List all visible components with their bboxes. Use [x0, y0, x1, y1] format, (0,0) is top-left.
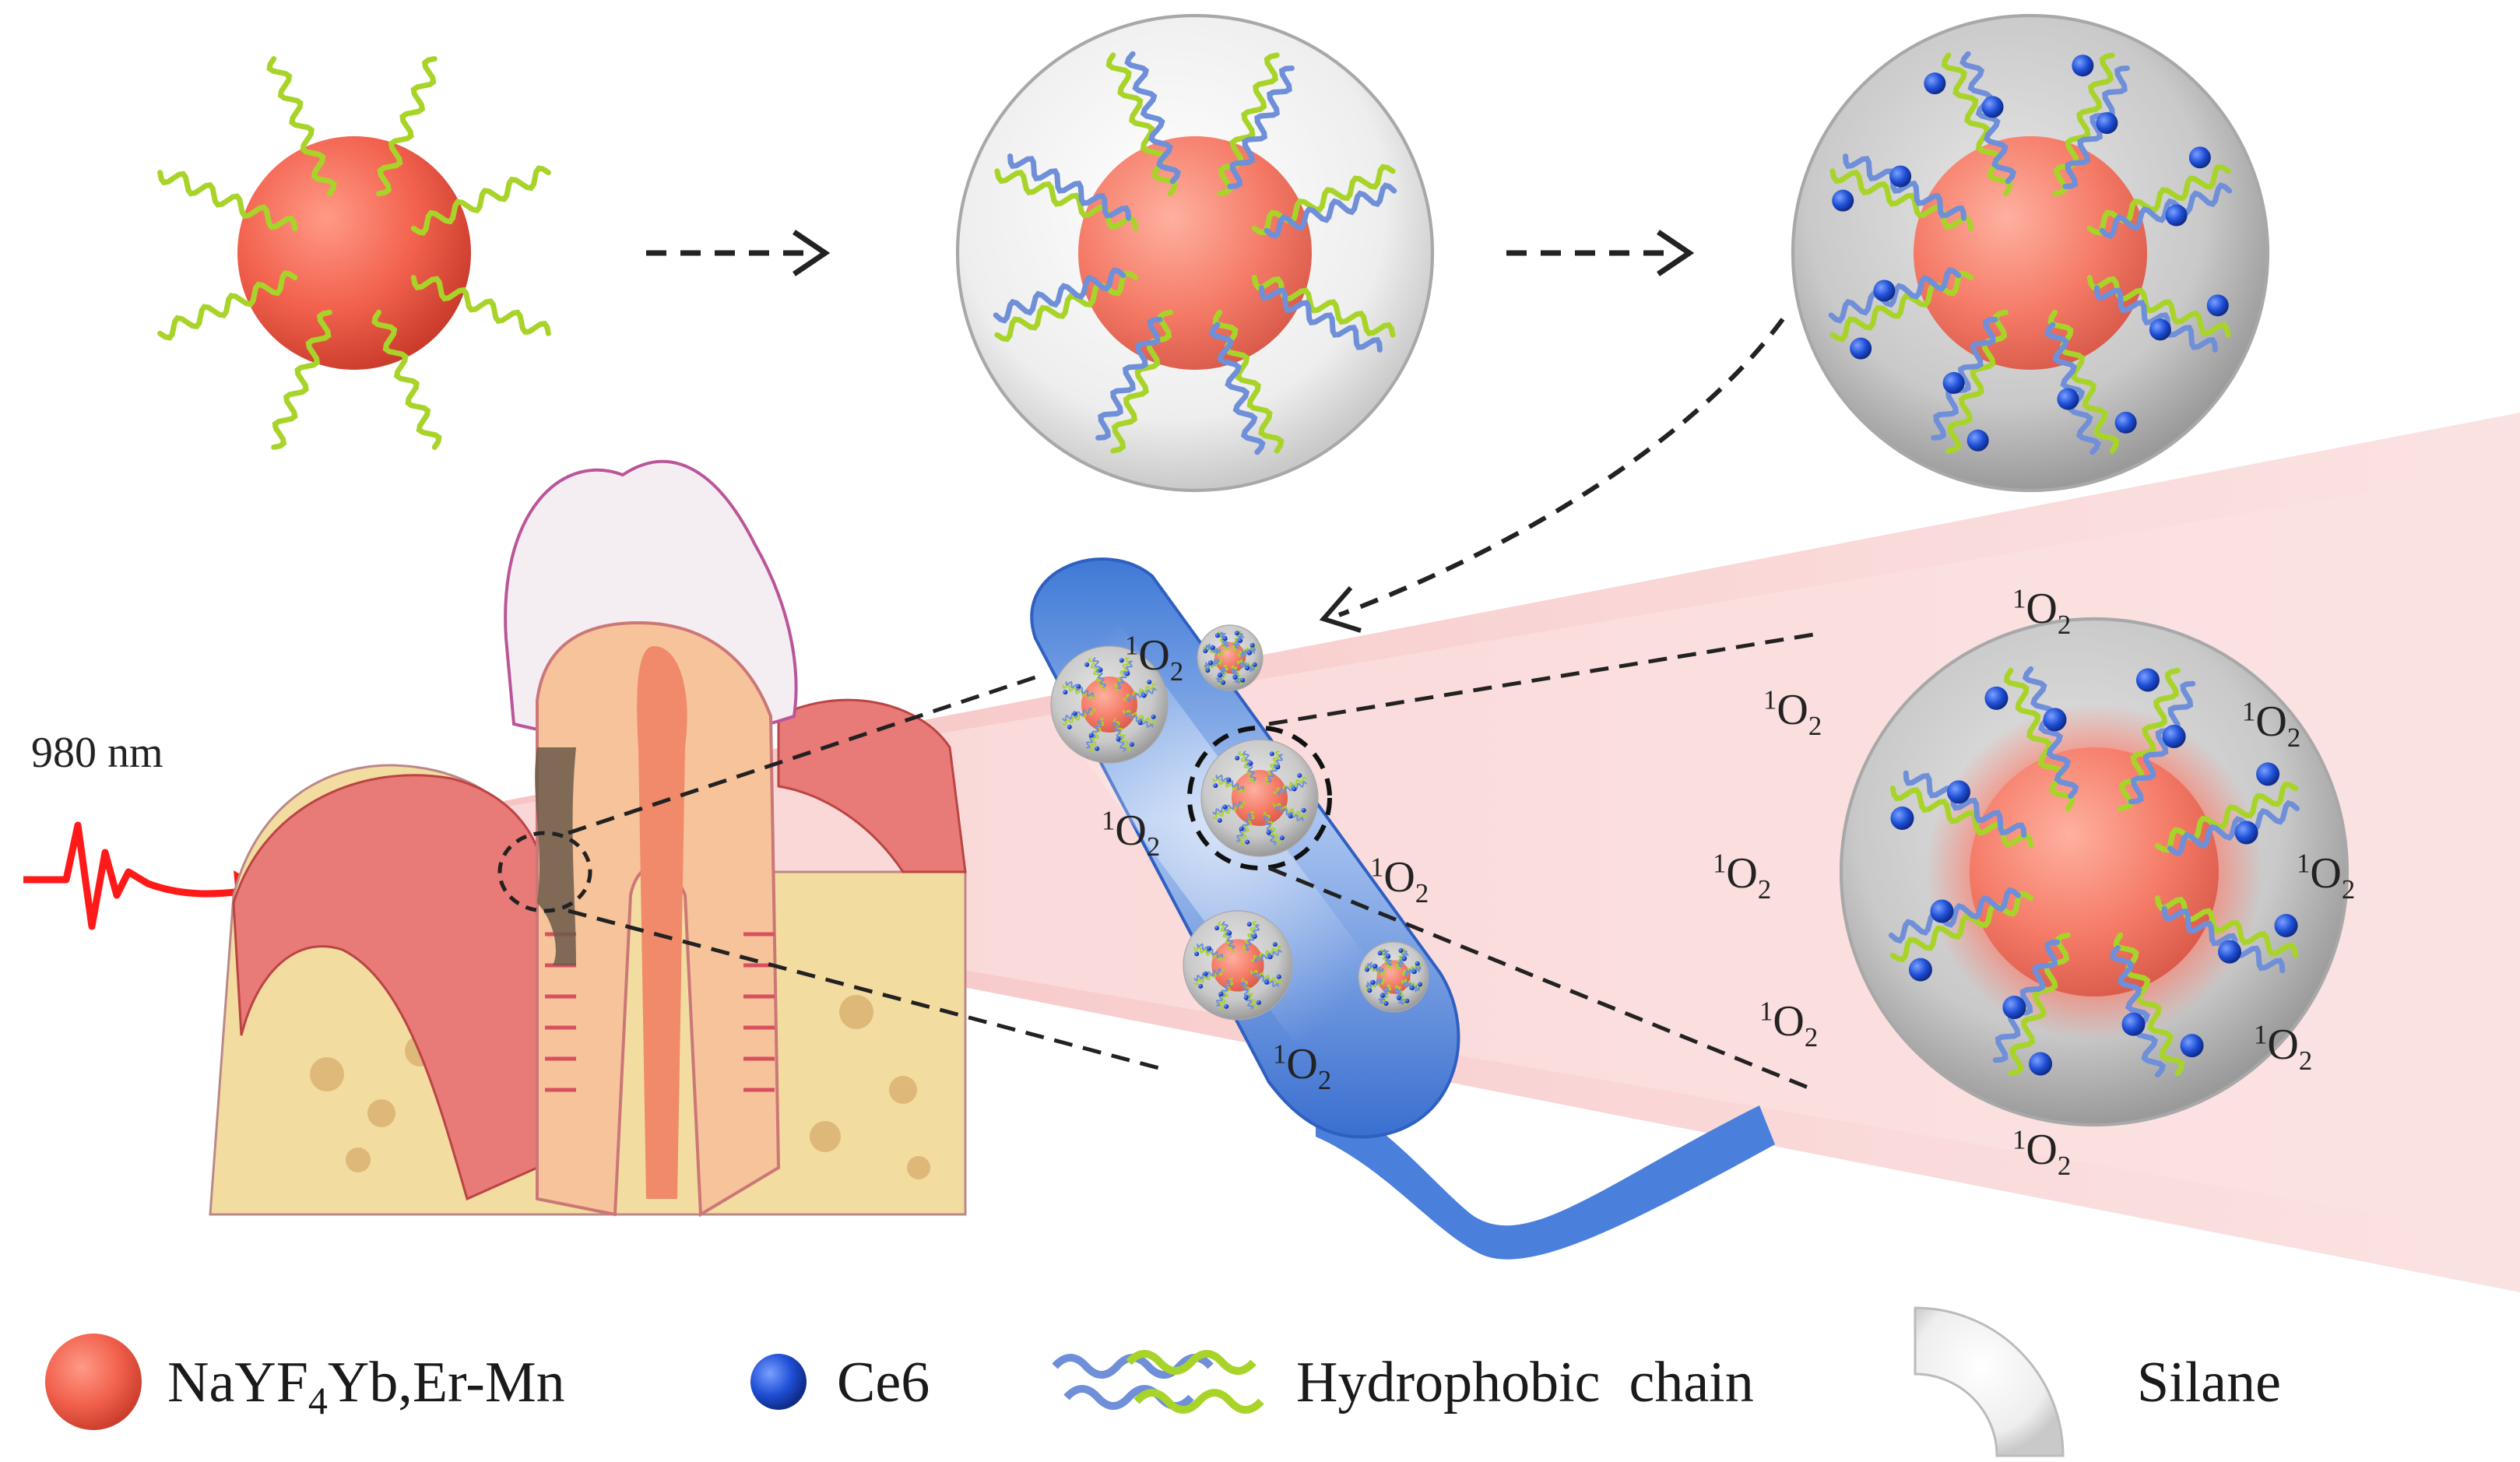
- wavelength-label: 980 nm: [31, 729, 163, 777]
- singlet-oxygen-label: 1O2: [1125, 630, 1183, 687]
- nanoparticle-step-2: [955, 13, 1435, 493]
- hydrophobic-chain-icon: [1052, 1350, 1264, 1414]
- arrow-to-bacterium: [1319, 318, 1785, 633]
- legend-silane-label: Silane: [2137, 1351, 2281, 1415]
- singlet-oxygen-label: 1O2: [1102, 805, 1160, 862]
- arrow-step-1: [646, 230, 831, 276]
- arrow-step-2: [1506, 230, 1695, 276]
- nanoparticle-step-1: [157, 56, 551, 450]
- singlet-oxygen-label: 1O2: [1763, 684, 1822, 741]
- legend: NaYF4Yb,Er-Mn Ce6 Hydrophobic chain Sila…: [45, 1306, 2281, 1457]
- ce6-icon: [750, 1354, 807, 1410]
- singlet-oxygen-label: 1O2: [1759, 996, 1818, 1053]
- bacterium-nanoparticles: [1050, 624, 1429, 1021]
- singlet-oxygen-label: 1O2: [1713, 848, 1771, 905]
- singlet-oxygen-label: 1O2: [2254, 1019, 2312, 1076]
- infection-site-marker: [497, 831, 592, 913]
- zoom-lines-tooth: [568, 675, 1169, 1073]
- singlet-oxygen-label: 1O2: [1273, 1039, 1331, 1095]
- nanoparticle-core-icon: [45, 1334, 142, 1430]
- nanoparticle-step-3: [1791, 13, 2270, 493]
- singlet-oxygen-label: 1O2: [2012, 1124, 2071, 1181]
- singlet-oxygen-label: 1O2: [2012, 583, 2071, 640]
- silane-shell-icon: [1914, 1306, 2065, 1457]
- legend-core-label: NaYF4Yb,Er-Mn: [167, 1351, 565, 1422]
- singlet-oxygen-labels: 1O2 1O2 1O2 1O2 1O2 1O2 1O2 1O2 1O2 1O2 1O2 1O2: [1102, 583, 2355, 1181]
- legend-ce6-label: Ce6: [837, 1351, 930, 1415]
- legend-chain-label: Hydrophobic chain: [1296, 1351, 1754, 1415]
- nanoparticle-zoomed: [1839, 617, 2350, 1127]
- zoom-lines-particle: [1268, 632, 1815, 1092]
- singlet-oxygen-label: 1O2: [2242, 696, 2300, 753]
- singlet-oxygen-label: 1O2: [1370, 852, 1429, 908]
- zoom-selection-circle: [1187, 726, 1332, 870]
- singlet-oxygen-label: 1O2: [2297, 848, 2355, 905]
- tooth-icon: [209, 460, 967, 1218]
